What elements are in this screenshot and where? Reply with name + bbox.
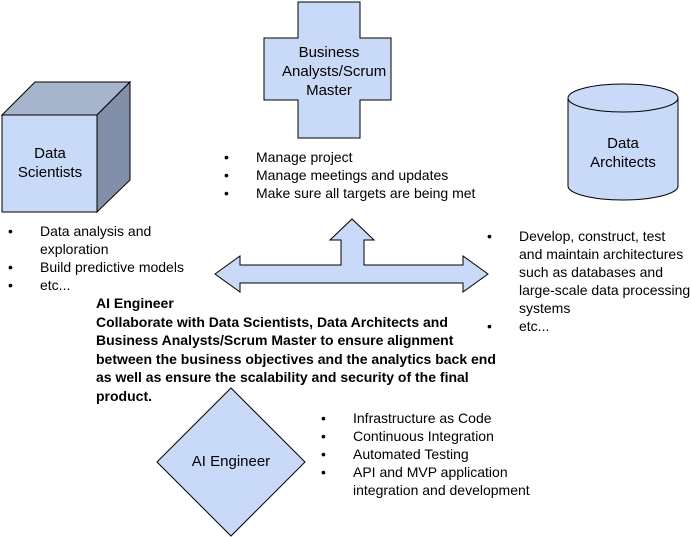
list-item: Manage meetings and updates — [224, 166, 516, 184]
list-item: API and MVP application integration and … — [321, 463, 563, 499]
ai-engineer-description-title: AI Engineer — [96, 295, 174, 311]
list-item: Automated Testing — [321, 445, 563, 463]
ai-engineer-diamond — [156, 387, 306, 537]
list-item: Build predictive models — [8, 258, 190, 276]
list-item: etc... — [487, 317, 691, 335]
list-item: Develop, construct, test and maintain ar… — [487, 227, 691, 317]
business-analysts-cross — [263, 1, 392, 139]
ai-engineer-description-text: Collaborate with Data Scientists, Data A… — [96, 313, 496, 404]
data-scientists-cube — [0, 80, 132, 214]
ai-engineer-label: AI Engineer — [191, 453, 271, 470]
list-item: etc... — [8, 276, 190, 294]
list-item: Continuous Integration — [321, 427, 563, 445]
list-item: Manage project — [224, 148, 516, 166]
data-architects-bullets: Develop, construct, test and maintain ar… — [487, 227, 691, 335]
data-scientists-label: Data Scientists — [17, 145, 83, 181]
ai-engineer-bullets: Infrastructure as Code Continuous Integr… — [321, 409, 563, 499]
list-item: Make sure all targets are being met — [224, 184, 516, 202]
data-architects-label: Data Architects — [590, 135, 656, 171]
three-way-arrow — [214, 218, 489, 293]
business-analysts-bullets: Manage project Manage meetings and updat… — [224, 148, 516, 202]
ai-engineer-description: AI Engineer Collaborate with Data Scient… — [96, 294, 511, 405]
data-scientists-bullets: Data analysis and exploration Build pred… — [8, 222, 190, 294]
list-item: Data analysis and exploration — [8, 222, 190, 258]
list-item: Infrastructure as Code — [321, 409, 563, 427]
data-architects-cylinder — [567, 83, 679, 201]
business-analysts-label: Business Analysts/Scrum Master — [282, 44, 387, 99]
